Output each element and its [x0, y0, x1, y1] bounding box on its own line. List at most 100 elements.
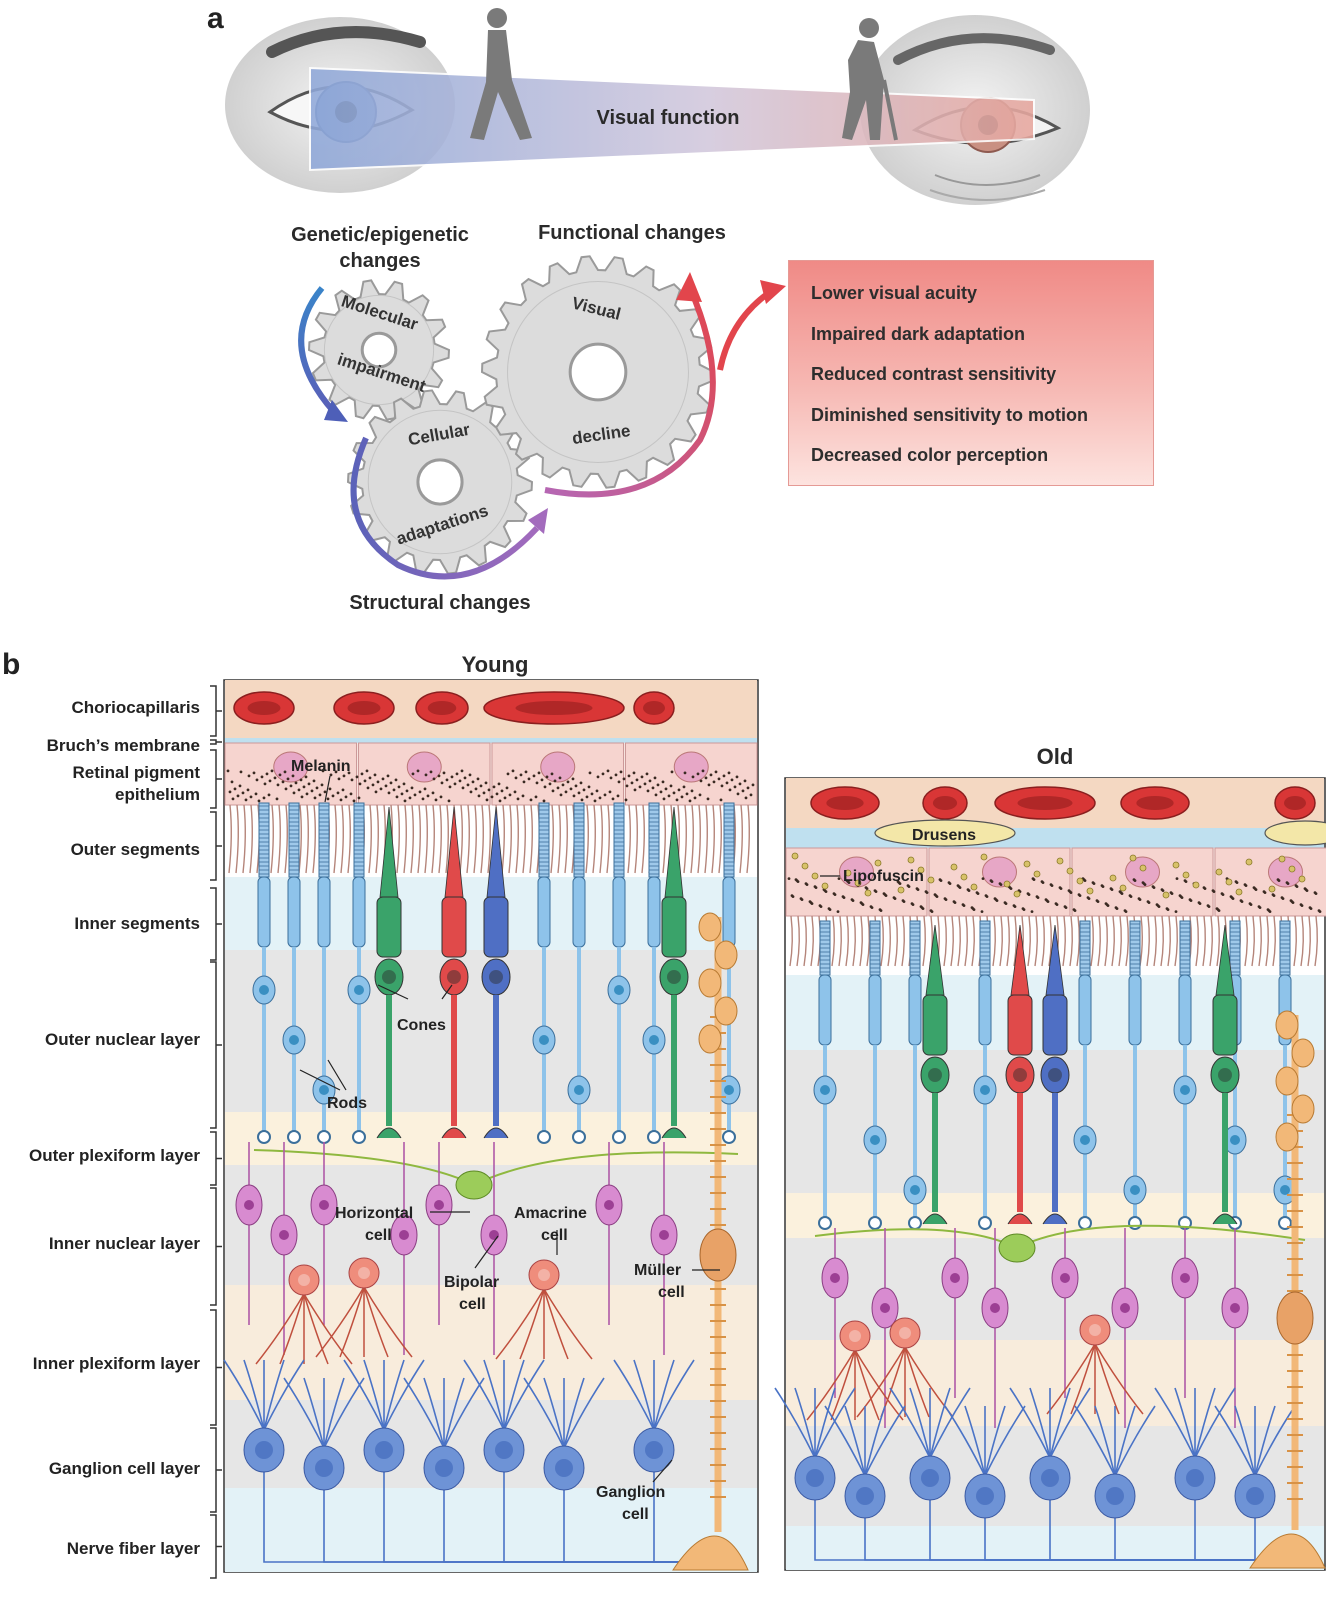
cone-pedicle [441, 1127, 467, 1139]
lipofuscin-granule [1129, 854, 1137, 862]
melanin-granule [556, 786, 560, 790]
microvillus [284, 804, 288, 874]
microvillus [522, 804, 526, 874]
melanin-granule [640, 775, 644, 779]
ganglion-dendrite [363, 1359, 385, 1431]
rod-nucleus [980, 1085, 990, 1095]
functional-changes-box: Lower visual acuity Impaired dark adapta… [788, 260, 1154, 486]
rod-nucleus [724, 1085, 734, 1095]
melanin-granule [270, 769, 274, 773]
ganglion-dendrite [844, 1405, 866, 1477]
melanin-granule [719, 798, 723, 802]
melanin-granule [336, 791, 340, 795]
melanin-granule [384, 784, 388, 788]
functional-changes-list: Lower visual acuity Impaired dark adapta… [789, 261, 1153, 476]
ganglion-nucleus [1106, 1487, 1124, 1505]
melanin-granule [485, 798, 489, 802]
melanin-granule [521, 794, 525, 798]
melanin-granule [310, 789, 314, 793]
melanin-granule [873, 889, 877, 892]
layer-label-outer-plexiform: Outer plexiform layer [28, 1146, 200, 1165]
melanin-granule [479, 784, 483, 788]
melanin-granule [347, 771, 351, 775]
melanin-granule [374, 790, 378, 794]
bipolar-nucleus [950, 1273, 960, 1283]
melanin-granule [901, 899, 905, 902]
ganglion-dendrite [824, 1405, 866, 1477]
ganglion-dendrite [283, 1377, 325, 1449]
microvillus [711, 804, 715, 874]
cone-inner-segment [661, 896, 687, 958]
amacrine-dendrite [830, 1349, 856, 1421]
bipolar-nucleus [604, 1200, 614, 1210]
melanin-granule [720, 784, 724, 788]
melanin-granule [247, 774, 251, 778]
rpe-cell [1214, 847, 1326, 917]
amacrine-dendrite [363, 1286, 389, 1358]
melanin-granule [543, 785, 547, 789]
lipofuscin-granule [970, 883, 978, 891]
melanin-granule [799, 897, 803, 900]
melanin-granule [468, 773, 472, 777]
melanin-granule [1012, 904, 1016, 907]
melanin-granule [571, 777, 575, 781]
rod-spherule [537, 1130, 551, 1144]
melanin-granule [236, 794, 240, 798]
melanin-granule [704, 776, 708, 780]
melanin-granule [437, 774, 441, 778]
melanin-granule [981, 877, 985, 880]
bipolar-nucleus [244, 1200, 254, 1210]
layer-label-ganglion: Ganglion cell layer [48, 1459, 200, 1478]
melanin-granule [910, 902, 914, 905]
cone-pedicle [376, 1127, 402, 1139]
ganglion-dendrite [613, 1359, 655, 1431]
microvillus [1216, 915, 1220, 967]
microvillus [887, 915, 891, 967]
microvillus [634, 804, 638, 874]
microvillus [1272, 915, 1276, 967]
cone-inner-segment [1212, 994, 1238, 1056]
rod-nucleus [1130, 1185, 1140, 1195]
melanin-granule [260, 775, 264, 779]
melanin-granule [450, 775, 454, 779]
microvillus [1125, 915, 1129, 967]
microvillus [866, 915, 870, 967]
melanin-granule [633, 788, 637, 792]
melanin-granule [722, 774, 726, 778]
microvillus [403, 804, 407, 874]
amacrine-nucleus [899, 1327, 911, 1339]
melanin-granule [469, 790, 473, 794]
melanin-granule [360, 772, 364, 776]
melanin-granule [653, 776, 657, 780]
lipofuscin-granule [927, 876, 935, 884]
cone-inner-segment [376, 896, 402, 958]
lipofuscin-granule [960, 873, 968, 881]
melanin-granule [947, 881, 951, 884]
layer-bracket [210, 1309, 222, 1426]
cone-pedicle [1042, 1213, 1068, 1225]
melanin-granule [1003, 901, 1007, 904]
microvillus [894, 915, 898, 967]
arrowhead-red-up [676, 272, 702, 302]
rod-spherule [722, 1130, 736, 1144]
layer-bracket [210, 961, 222, 1129]
melanin-granule [453, 782, 457, 786]
panel-a-letter: a [207, 2, 224, 35]
bipolar-nucleus [880, 1303, 890, 1313]
melanin-granule [1077, 893, 1081, 896]
microvillus [1062, 915, 1066, 967]
melanin-granule [432, 777, 436, 781]
melanin-granule [1095, 899, 1099, 902]
microvillus [1160, 915, 1164, 967]
melanin-granule [263, 782, 267, 786]
amacrine-dendrite [904, 1346, 930, 1418]
ganglion-dendrite [443, 1377, 465, 1449]
melanin-granule [424, 773, 428, 777]
melanin-granule [268, 779, 272, 783]
ganglion-dendrite [1049, 1387, 1071, 1459]
ganglion-dendrite [263, 1359, 305, 1431]
melanin-granule [630, 781, 634, 785]
melanin-granule [490, 795, 494, 799]
ganglion-dendrite [443, 1377, 485, 1449]
ganglion-dendrite [814, 1387, 836, 1459]
